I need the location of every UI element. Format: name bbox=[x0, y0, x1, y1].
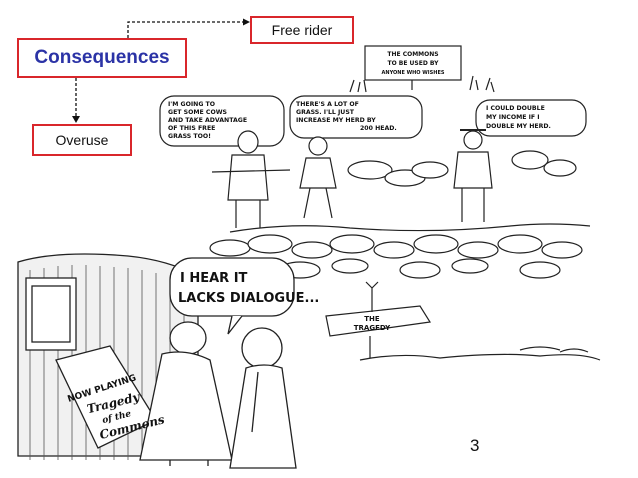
tragedy-sign bbox=[325, 305, 431, 337]
bubble-3-line-3: DOUBLE MY HERD. bbox=[486, 123, 551, 130]
arrowhead-free-rider bbox=[243, 18, 250, 26]
tragedy-sign-line-2: TRAGEDY bbox=[354, 324, 391, 332]
sign-line-3: ANYONE WHO WISHES bbox=[382, 70, 445, 76]
consequences-title: Consequences bbox=[34, 47, 170, 68]
figure-2-head bbox=[308, 136, 328, 156]
top-cartoon bbox=[159, 45, 601, 361]
sign-line-2: TO BE USED BY bbox=[388, 60, 440, 67]
overuse-label: Overuse bbox=[55, 132, 109, 148]
bubble-3-line-2: MY INCOME IF I bbox=[486, 114, 540, 121]
consequences-box: Consequences bbox=[17, 38, 187, 78]
speech-bubble-2 bbox=[289, 95, 423, 139]
bottom-bubble-line-1: I HEAR IT bbox=[180, 271, 248, 286]
tragedy-sign-line-1: THE bbox=[364, 315, 380, 323]
free-rider-box: Free rider bbox=[250, 16, 354, 44]
woman-body bbox=[139, 351, 233, 461]
figure-1-head bbox=[237, 130, 259, 154]
man-head bbox=[241, 327, 283, 369]
bubble-3-line-1: I COULD DOUBLE bbox=[486, 105, 545, 112]
bubble-2-line-1: THERE'S A LOT OF bbox=[296, 101, 359, 108]
bubble-1-line-2: GET SOME COWS bbox=[168, 109, 227, 116]
bubble-2-line-2: GRASS. I'LL JUST bbox=[296, 109, 355, 116]
sign-line-1: THE COMMONS bbox=[387, 51, 438, 58]
bubble-1-line-1: I'M GOING TO bbox=[168, 101, 215, 108]
arrowhead-overuse bbox=[72, 116, 80, 123]
commons-sign bbox=[364, 45, 462, 81]
top-cartoon-text: THE COMMONS TO BE USED BY ANYONE WHO WIS… bbox=[168, 51, 551, 332]
page-number: 3 bbox=[470, 436, 480, 455]
bottom-bubble-line-2: LACKS DIALOGUE... bbox=[178, 291, 319, 306]
bubble-1-line-4: OF THIS FREE bbox=[168, 125, 215, 132]
free-rider-label: Free rider bbox=[271, 22, 333, 38]
connector-to-free-rider bbox=[127, 21, 246, 38]
bubble-2-line-4: 200 HEAD. bbox=[360, 125, 397, 132]
bubble-1-line-3: AND TAKE ADVANTAGE bbox=[168, 117, 247, 124]
bubble-2-line-3: INCREASE MY HERD BY bbox=[296, 117, 376, 124]
overuse-box: Overuse bbox=[32, 124, 132, 156]
speech-bubble-bottom bbox=[169, 257, 295, 317]
woman-head bbox=[169, 321, 207, 355]
bubble-1-line-5: GRASS TOO! bbox=[168, 133, 211, 140]
man-body bbox=[229, 364, 297, 469]
bottom-cartoon bbox=[17, 253, 297, 469]
speech-bubble-3 bbox=[475, 99, 587, 137]
figure-3-head bbox=[463, 130, 483, 150]
